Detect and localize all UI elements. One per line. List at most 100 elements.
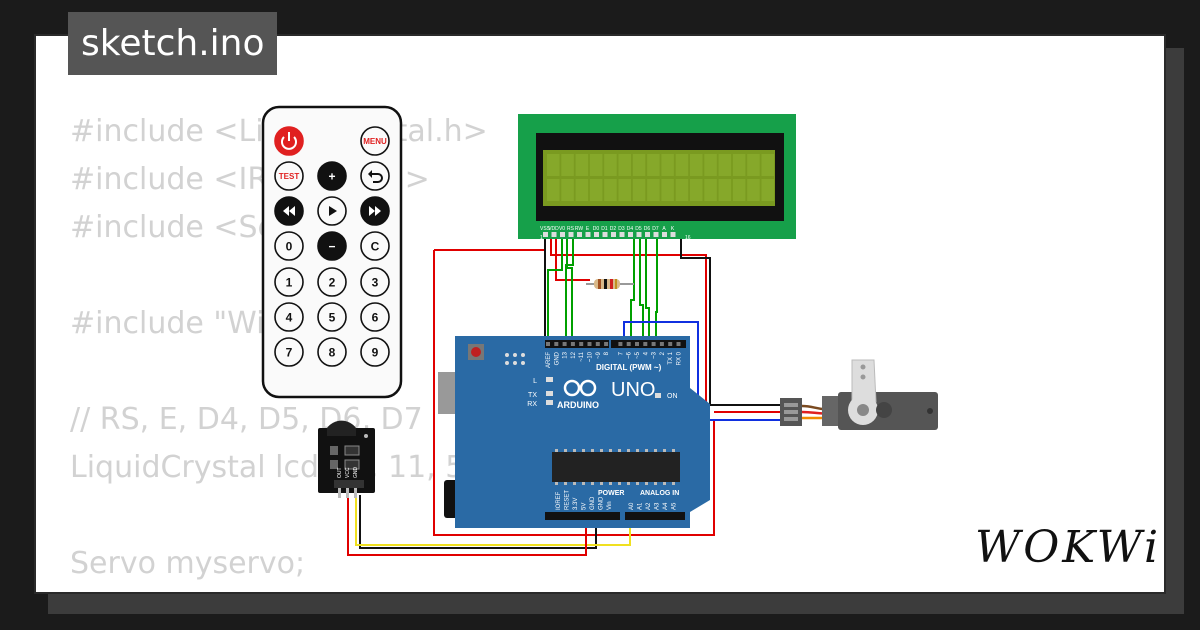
- digital-pin[interactable]: [570, 342, 575, 346]
- resistor-band-3: [610, 279, 613, 289]
- plus-button[interactable]: +: [317, 161, 347, 191]
- digital-pin[interactable]: [554, 342, 559, 346]
- lcd-pin[interactable]: [645, 232, 650, 237]
- remote-button-1[interactable]: 1: [274, 267, 304, 297]
- wire-green-d5[interactable]: [639, 232, 644, 340]
- lcd-pin[interactable]: [602, 232, 608, 237]
- remote-button-test[interactable]: TEST: [274, 161, 304, 191]
- chip-pin: [663, 482, 666, 485]
- wire-red-lcd-vdd[interactable]: [555, 232, 590, 281]
- remote-button-8[interactable]: 8: [317, 337, 347, 367]
- lcd-pin[interactable]: [594, 232, 599, 237]
- chip-pin: [555, 482, 558, 485]
- lcd-cell: [675, 179, 689, 201]
- lcd-pin[interactable]: [636, 232, 642, 237]
- wire-yellow-ir-out[interactable]: [355, 495, 631, 546]
- servo-hub-screw: [857, 404, 869, 416]
- lcd-pin[interactable]: [611, 232, 616, 237]
- lcd-pin-label: D6: [644, 226, 651, 232]
- resistor[interactable]: [586, 279, 634, 289]
- wire-black-gnd-k[interactable]: [680, 232, 790, 406]
- wire-red-ir-vcc[interactable]: [347, 495, 587, 556]
- analog-header: [625, 512, 685, 520]
- digital-pin[interactable]: [595, 342, 600, 346]
- reset-button[interactable]: [471, 347, 481, 357]
- digital-pin[interactable]: [546, 342, 550, 346]
- icsp-header: [505, 353, 525, 365]
- digital-pin[interactable]: [626, 342, 631, 346]
- remote-button-5[interactable]: 5: [317, 302, 347, 332]
- wire-green-d6[interactable]: [645, 232, 650, 340]
- fast-forward-button[interactable]: [360, 196, 390, 226]
- button-label: 9: [372, 345, 379, 359]
- ir-pin-label: VCC: [345, 467, 351, 478]
- servo-horn[interactable]: [851, 359, 877, 403]
- digital-pin[interactable]: [659, 342, 664, 346]
- button-face: [317, 267, 347, 297]
- lcd-cell: [547, 179, 560, 201]
- lcd-pin[interactable]: [568, 232, 574, 237]
- remote-button-2[interactable]: 2: [317, 267, 347, 297]
- back-icon: [371, 173, 383, 183]
- sketch-filename-tab[interactable]: sketch.ino: [68, 12, 278, 75]
- wire-green-e[interactable]: [566, 232, 573, 340]
- digital-pin[interactable]: [618, 342, 623, 346]
- lcd-pin[interactable]: [551, 232, 557, 237]
- lcd-pin[interactable]: [543, 232, 548, 237]
- lcd-pin[interactable]: [585, 232, 591, 237]
- ir-component-2: [344, 459, 360, 470]
- servo-motor[interactable]: [780, 359, 938, 430]
- remote-button-7[interactable]: 7: [274, 337, 304, 367]
- minus-button[interactable]: −: [317, 231, 347, 261]
- remote-button-menu[interactable]: MENU: [360, 126, 390, 156]
- digital-pin[interactable]: [651, 342, 656, 346]
- digital-pin[interactable]: [635, 342, 639, 346]
- remote-button-0[interactable]: 0: [274, 231, 304, 261]
- button-face: [274, 231, 304, 261]
- lcd-pin[interactable]: [662, 232, 667, 237]
- lcd-pin[interactable]: [560, 232, 565, 237]
- wire-green-d4[interactable]: [630, 232, 635, 340]
- digital-pin[interactable]: [668, 342, 673, 346]
- wire-green-rs[interactable]: [547, 232, 563, 340]
- lcd-pin[interactable]: [628, 232, 633, 237]
- power-button[interactable]: [274, 126, 304, 156]
- play-button[interactable]: [317, 196, 347, 226]
- digital-pin-label: ~3: [652, 351, 658, 359]
- button-face: [274, 161, 304, 191]
- digital-pin[interactable]: [676, 342, 681, 346]
- remote-button-3[interactable]: 3: [360, 267, 390, 297]
- digital-pin[interactable]: [604, 342, 609, 346]
- lcd-pin[interactable]: [653, 232, 659, 237]
- fast-forward-icon: [369, 206, 381, 216]
- remote-button-4[interactable]: 4: [274, 302, 304, 332]
- wire-blue-servo-signal[interactable]: [623, 321, 790, 421]
- button-face: [317, 302, 347, 332]
- lcd-pin-label: D5: [635, 226, 642, 232]
- remote-button-c[interactable]: C: [360, 231, 390, 261]
- digital-pin[interactable]: [587, 342, 592, 346]
- back-button[interactable]: [360, 161, 390, 191]
- wire-green-d7[interactable]: [655, 232, 658, 340]
- rewind-button[interactable]: [274, 196, 304, 226]
- lcd-cell: [632, 154, 646, 176]
- ir-header: [334, 480, 364, 488]
- wire-black-gnd-bottom[interactable]: [359, 495, 597, 549]
- remote-button-6[interactable]: 6: [360, 302, 390, 332]
- digital-pin[interactable]: [562, 342, 567, 346]
- digital-pin[interactable]: [579, 342, 584, 346]
- lcd-cell: [704, 179, 717, 201]
- lcd-pin[interactable]: [619, 232, 625, 237]
- lcd-pin[interactable]: [577, 232, 582, 237]
- digital-pin-label: GND: [554, 351, 560, 365]
- digital-pin[interactable]: [643, 342, 648, 346]
- remote-button-9[interactable]: 9: [360, 337, 390, 367]
- lcd-pin[interactable]: [670, 232, 676, 237]
- wire-green-rw[interactable]: [565, 232, 574, 340]
